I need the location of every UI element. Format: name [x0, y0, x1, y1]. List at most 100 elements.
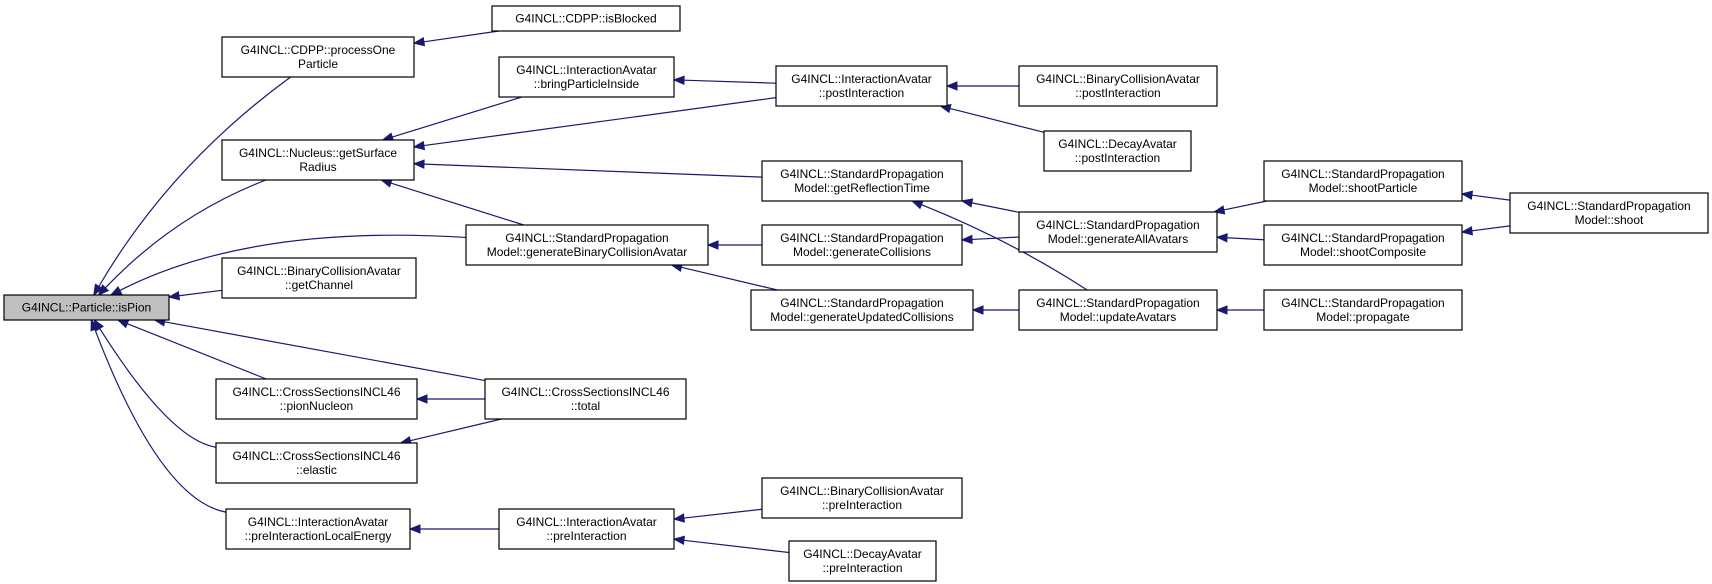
- graph-node-iaPost[interactable]: G4INCL::InteractionAvatar::postInteracti…: [775, 65, 948, 107]
- graph-node-genAll[interactable]: G4INCL::StandardPropagationModel::genera…: [1018, 211, 1218, 253]
- node-label: G4INCL::StandardPropagation: [1036, 296, 1199, 310]
- graph-node-daPre[interactable]: G4INCL::DecayAvatar::preInteraction: [788, 540, 937, 582]
- call-edge-total-pionNucleon: [415, 394, 485, 404]
- node-label: G4INCL::CrossSectionsINCL46: [232, 385, 400, 399]
- arrowhead-icon: [412, 159, 425, 169]
- node-label: G4INCL::BinaryCollisionAvatar: [237, 264, 401, 278]
- edge-line: [423, 97, 777, 147]
- node-label: G4INCL::StandardPropagation: [1281, 296, 1444, 310]
- call-edge-preLocal-isPion: [90, 318, 227, 513]
- edge-line: [104, 179, 267, 289]
- call-edge-reflTime-surfRadius: [412, 159, 763, 178]
- graph-node-updAv[interactable]: G4INCL::StandardPropagationModel::update…: [1018, 289, 1218, 331]
- graph-node-elastic[interactable]: G4INCL::CrossSectionsINCL46::elastic: [215, 442, 418, 484]
- edge-line: [94, 329, 227, 513]
- arrowhead-icon: [167, 291, 181, 301]
- edge-line: [390, 182, 524, 226]
- call-edge-bcaPre-iaPre: [672, 508, 763, 523]
- node-box: [1263, 224, 1463, 266]
- node-label: ::bringParticleInside: [534, 77, 640, 91]
- call-edge-daPre-iaPre: [672, 535, 790, 554]
- graph-node-genBCA[interactable]: G4INCL::StandardPropagationModel::genera…: [465, 224, 709, 266]
- edge-line: [178, 289, 223, 297]
- graph-node-genUpd[interactable]: G4INCL::StandardPropagationModel::genera…: [750, 289, 974, 331]
- graph-node-propagate[interactable]: G4INCL::StandardPropagationModel::propag…: [1263, 289, 1463, 331]
- node-label: Model::shootComposite: [1300, 245, 1426, 259]
- node-box: [1043, 130, 1192, 172]
- node-label: G4INCL::CDPP::processOne: [241, 43, 396, 57]
- arrowhead-icon: [116, 319, 130, 329]
- node-label: G4INCL::DecayAvatar: [803, 547, 922, 561]
- edge-line: [683, 79, 777, 84]
- arrowhead-icon: [97, 284, 110, 296]
- graph-node-isPion[interactable]: G4INCL::Particle::isPion: [3, 294, 170, 321]
- call-edge-propagate-updAv: [1215, 305, 1264, 315]
- node-box: [761, 160, 963, 202]
- node-label: Particle: [298, 57, 338, 71]
- graph-node-daPost[interactable]: G4INCL::DecayAvatar::postInteraction: [1043, 130, 1192, 172]
- graph-node-bcaPost[interactable]: G4INCL::BinaryCollisionAvatar::postInter…: [1018, 65, 1218, 107]
- node-label: Radius: [299, 160, 336, 174]
- graph-node-pionNucleon[interactable]: G4INCL::CrossSectionsINCL46::pionNucleon: [215, 378, 418, 420]
- node-label: G4INCL::CDPP::isBlocked: [515, 12, 656, 26]
- call-edge-surfRadius-isPion: [97, 179, 267, 296]
- edge-line: [683, 508, 763, 519]
- arrowhead-icon: [960, 234, 973, 245]
- node-box: [775, 65, 948, 107]
- node-label: G4INCL::CrossSectionsINCL46: [232, 449, 400, 463]
- node-label: Model::shootParticle: [1309, 181, 1418, 195]
- node-label: Model::generateBinaryCollisionAvatar: [487, 245, 688, 259]
- edge-line: [392, 96, 522, 138]
- graph-node-shootPart[interactable]: G4INCL::StandardPropagationModel::shootP…: [1263, 160, 1463, 202]
- graph-node-bcaPre[interactable]: G4INCL::BinaryCollisionAvatar::preIntera…: [761, 477, 963, 519]
- node-label: G4INCL::StandardPropagation: [780, 167, 943, 181]
- edge-layer: [90, 30, 1511, 554]
- graph-node-total[interactable]: G4INCL::CrossSectionsINCL46::total: [484, 378, 687, 420]
- edge-line: [949, 107, 1045, 133]
- node-box: [761, 224, 963, 266]
- call-edge-genAll-genColl: [960, 234, 1020, 245]
- node-label: Model::generateCollisions: [793, 245, 931, 259]
- edge-line: [99, 328, 217, 448]
- node-label: G4INCL::StandardPropagation: [1281, 167, 1444, 181]
- edge-line: [164, 321, 486, 382]
- node-label: ::postInteraction: [1075, 151, 1160, 165]
- graph-node-reflTime[interactable]: G4INCL::StandardPropagationModel::getRef…: [761, 160, 963, 202]
- node-box: [1018, 211, 1218, 253]
- call-edge-iaPost-surfRadius: [412, 97, 777, 151]
- node-label: ::preInteraction: [822, 498, 902, 512]
- node-label: G4INCL::InteractionAvatar: [516, 515, 657, 529]
- call-edge-iaPre-preLocal: [408, 524, 499, 534]
- node-label: G4INCL::StandardPropagation: [1527, 199, 1690, 213]
- arrowhead-icon: [412, 37, 426, 47]
- node-box: [761, 477, 963, 519]
- call-edge-shoot-shootComp: [1460, 225, 1511, 236]
- call-edge-genColl-genBCA: [706, 240, 762, 250]
- edge-line: [681, 266, 778, 291]
- node-box: [3, 294, 170, 321]
- graph-node-preLocal[interactable]: G4INCL::InteractionAvatar::preInteractio…: [225, 508, 411, 550]
- node-layer: G4INCL::Particle::isPion G4INCL::CDPP::pr…: [3, 5, 1709, 582]
- graph-node-bringInside[interactable]: G4INCL::InteractionAvatar::bringParticle…: [498, 56, 675, 98]
- call-edge-genUpd-genBCA: [670, 262, 778, 291]
- edge-line: [1471, 225, 1511, 232]
- arrowhead-icon: [90, 318, 100, 332]
- node-label: G4INCL::StandardPropagation: [1281, 231, 1444, 245]
- graph-node-shootComp[interactable]: G4INCL::StandardPropagationModel::shootC…: [1263, 224, 1463, 266]
- graph-node-iaPre[interactable]: G4INCL::InteractionAvatar::preInteractio…: [498, 508, 675, 550]
- node-box: [221, 139, 415, 181]
- call-edge-shootComp-genAll: [1215, 233, 1265, 243]
- call-edge-total-elastic: [399, 418, 502, 446]
- arrowhead-icon: [1215, 305, 1228, 315]
- graph-node-genColl[interactable]: G4INCL::StandardPropagationModel::genera…: [761, 224, 963, 266]
- call-edge-iaPost-bringInside: [672, 75, 777, 85]
- graph-node-isBlocked[interactable]: G4INCL::CDPP::isBlocked: [491, 5, 681, 32]
- node-box: [1018, 289, 1218, 331]
- node-label: G4INCL::StandardPropagation: [780, 296, 943, 310]
- call-edge-bringInside-surfRadius: [381, 96, 522, 142]
- graph-node-getChannel[interactable]: G4INCL::BinaryCollisionAvatar::getChanne…: [221, 257, 417, 299]
- node-label: G4INCL::Nucleus::getSurface: [239, 146, 397, 160]
